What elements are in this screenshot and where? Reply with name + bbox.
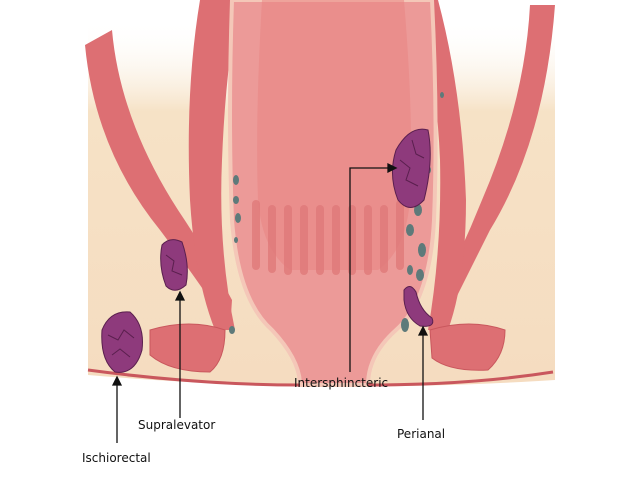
left-levator-muscle [85,30,232,330]
label-perianal: Perianal [397,427,446,441]
rectal-lumen [257,0,412,270]
abscess-ischiorectal [101,311,143,373]
skin-line [87,368,554,387]
abscess-perianal [403,286,434,327]
left-subcutaneous-sphincter [149,323,226,373]
right-external-sphincter [410,0,466,330]
abscess-supralevator [160,239,188,291]
right-levator-muscle [436,5,555,330]
label-supralevator: Supralevator [138,418,216,432]
right-subcutaneous-sphincter [429,323,506,371]
label-ischiorectal: Ischiorectal [82,451,151,465]
left-external-sphincter [188,0,240,330]
anal-columns [252,200,404,275]
label-arrows [111,162,429,443]
label-intersphincteric: Intersphincteric [294,376,389,390]
abscess-intersphincteric [392,128,431,208]
